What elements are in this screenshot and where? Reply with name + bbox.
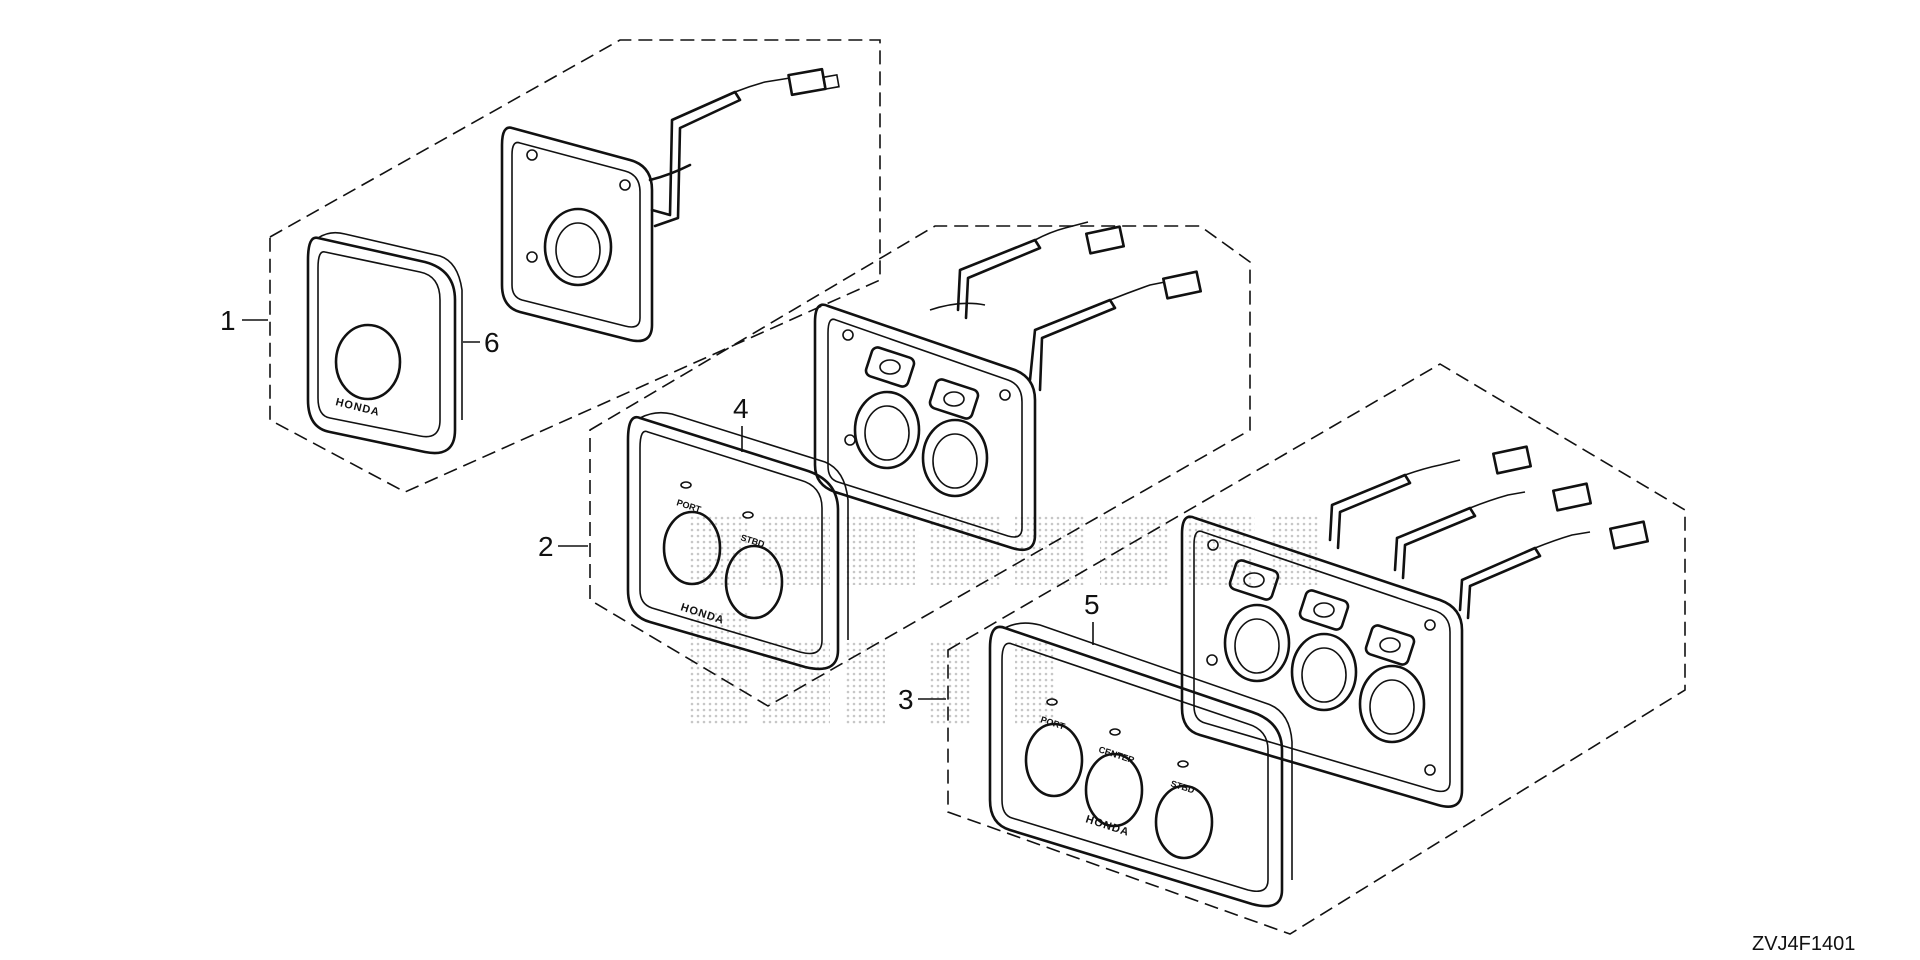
connector-2a xyxy=(1084,225,1126,255)
cover-triple-center-label: CENTER xyxy=(1097,744,1136,765)
assembly-2-double-panel: PORT STBD HONDA xyxy=(538,221,1251,707)
cover-triple-stbd-label: STBD xyxy=(1169,778,1196,795)
connector-1 xyxy=(787,67,827,97)
switch-triple-backplate xyxy=(1180,445,1650,808)
cover-double-hole-stbd xyxy=(724,544,784,620)
cover-triple-brand: HONDA xyxy=(1084,813,1131,838)
diagram-code: ZVJ4F1401 xyxy=(1752,933,1855,955)
connector-3c xyxy=(1608,520,1650,550)
cover-triple-hole-center xyxy=(1084,752,1144,828)
connector-3b xyxy=(1551,482,1593,512)
cover-triple-hole-stbd xyxy=(1154,784,1214,860)
callout-5: 5 xyxy=(1084,589,1100,620)
assembly-3-boundary xyxy=(947,363,1686,935)
connector-3a xyxy=(1491,445,1533,475)
callout-2: 2 xyxy=(538,531,554,562)
switch-single-backplate xyxy=(500,67,840,343)
cover-single: HONDA xyxy=(306,231,463,455)
connector-2b xyxy=(1161,270,1203,300)
cover-triple-port-label: PORT xyxy=(1039,714,1066,731)
callout-6: 6 xyxy=(484,327,500,358)
callout-4: 4 xyxy=(733,393,749,424)
cover-triple-hole-port xyxy=(1024,722,1084,798)
cover-double-hole-port xyxy=(662,510,722,586)
callout-3: 3 xyxy=(898,684,914,715)
assembly-1-boundary xyxy=(269,39,881,493)
callout-1: 1 xyxy=(220,305,236,336)
assembly-1-single-panel: HONDA 1 6 xyxy=(220,39,881,493)
switch-double-backplate xyxy=(813,221,1203,552)
assembly-2-boundary xyxy=(589,225,1251,707)
cover-single-hole xyxy=(334,323,402,401)
